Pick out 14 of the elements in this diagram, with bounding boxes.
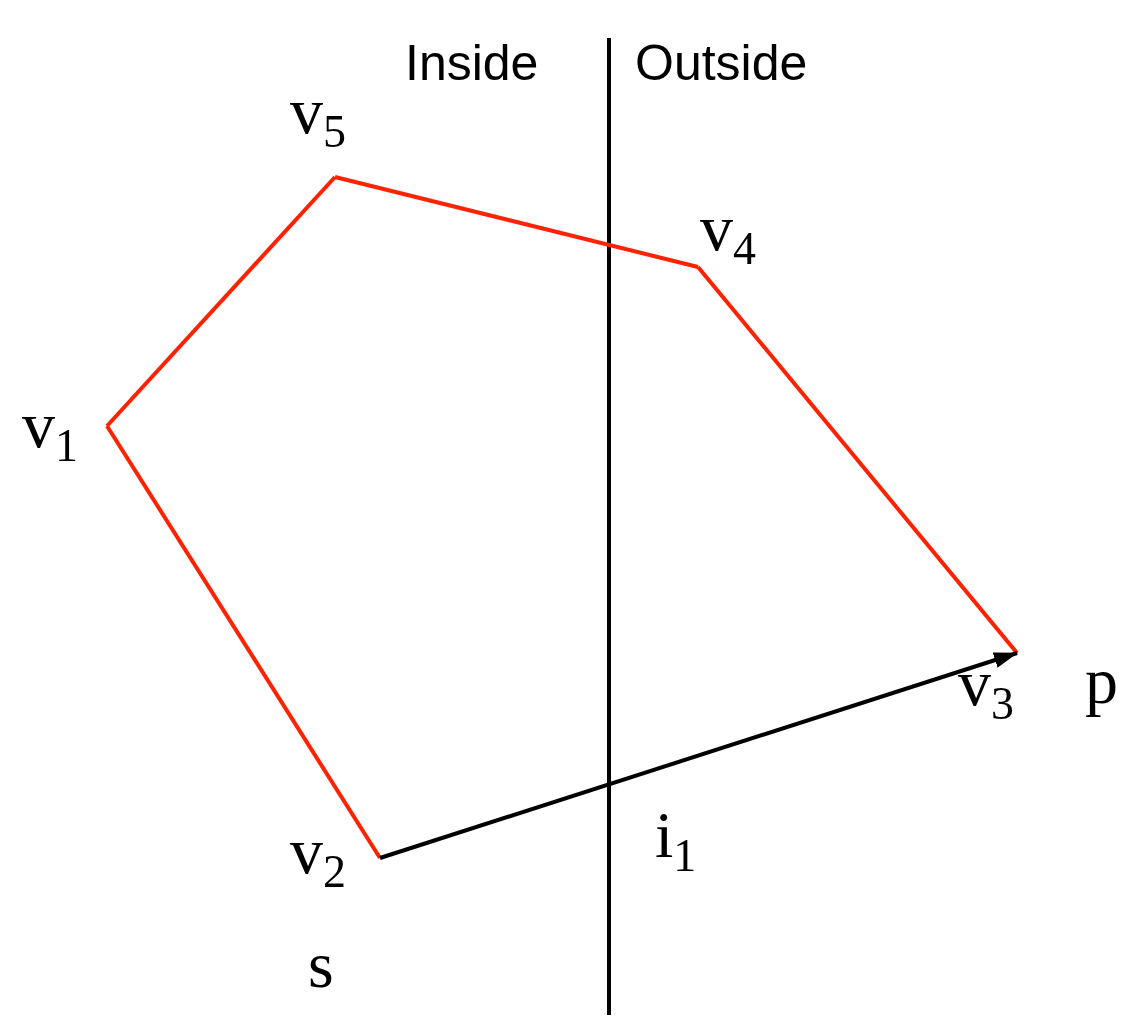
polygon-edge	[105, 175, 337, 428]
polygon-edge	[334, 175, 699, 269]
vertex-label: v$_{5}$	[290, 78, 346, 155]
region-label: Outside	[635, 38, 808, 88]
arrow	[379, 651, 1018, 860]
vertex-label: v$_{1}$	[22, 392, 78, 469]
point-label: s	[308, 932, 334, 998]
point-label: i$_{1}$	[655, 802, 697, 879]
polygon-edge	[105, 424, 382, 860]
vertex-label: v$_{3}$	[958, 650, 1014, 727]
polygon-edge	[696, 265, 1019, 655]
region-label: Inside	[405, 38, 539, 88]
vertex-label: v$_{2}$	[290, 818, 346, 895]
vertex-label: v$_{4}$	[700, 195, 756, 272]
